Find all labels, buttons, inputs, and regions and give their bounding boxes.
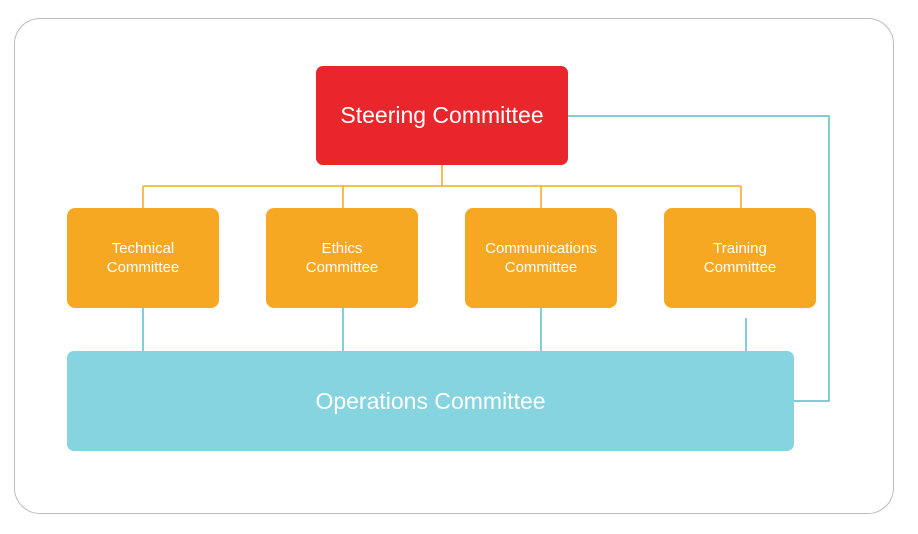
operations-committee-box: Operations Committee xyxy=(67,351,794,451)
technical-committee-label-line1: Technical xyxy=(111,240,175,257)
operations-committee-label: Operations Committee xyxy=(315,387,546,414)
ethics-committee-label-line2: Committee xyxy=(305,259,379,276)
technical-committee-box: Technical Committee xyxy=(67,208,219,308)
steering-ops-loop-connector xyxy=(568,115,830,402)
communications-committee-label-line2: Committee xyxy=(504,259,578,276)
communications-committee-box: Communications Committee xyxy=(465,208,617,308)
steering-committee-box: Steering Committee xyxy=(316,66,568,165)
ethics-committee-label-line1: Ethics xyxy=(321,240,363,257)
steering-committee-label: Steering Committee xyxy=(340,102,544,128)
training-committee-label-line1: Training xyxy=(713,240,767,257)
training-committee-box: Training Committee xyxy=(664,208,816,308)
technical-committee-label-line2: Committee xyxy=(106,259,180,276)
ethics-committee-box: Ethics Committee xyxy=(266,208,418,308)
training-committee-label-line2: Committee xyxy=(703,259,777,276)
communications-committee-label-line1: Communications xyxy=(485,240,597,257)
